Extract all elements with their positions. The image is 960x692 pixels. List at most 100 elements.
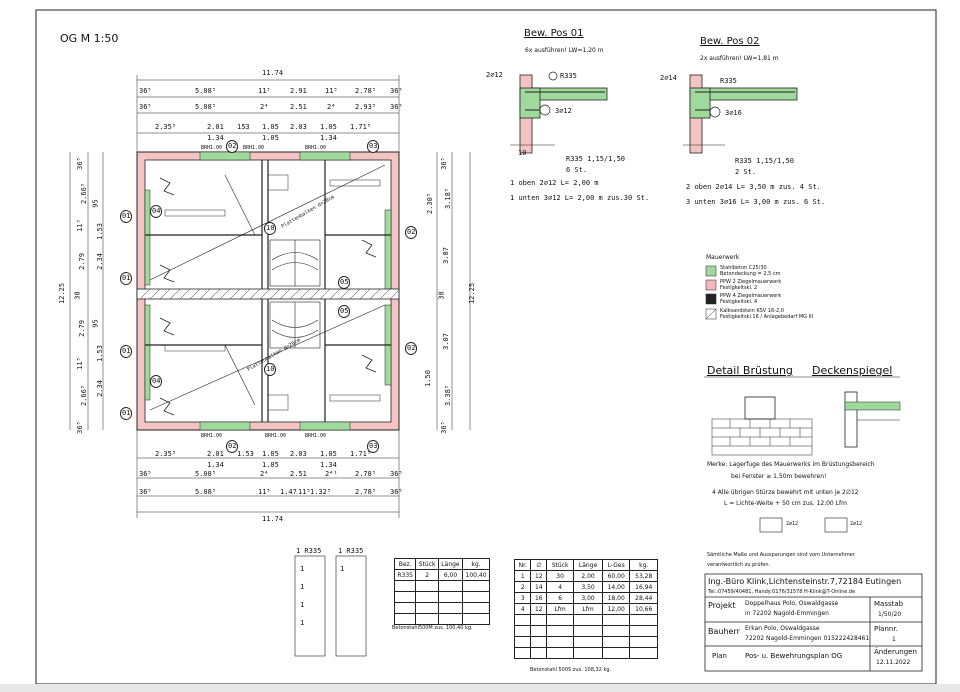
dim-top: 2.51 xyxy=(290,103,307,111)
project-name: Doppelhaus Polo, Oswaldgasse xyxy=(745,600,839,607)
dim-left-inner: 95 xyxy=(91,319,100,328)
dim-top: 2.03 xyxy=(290,123,307,131)
table-row: 3 16 6 3,00 18,00 28,44 xyxy=(513,592,658,604)
dim-left: 11⁵ xyxy=(75,357,84,370)
table-row xyxy=(513,636,658,648)
floor-plan xyxy=(136,151,400,431)
table-cell: 10,66 xyxy=(629,603,658,615)
dim-top: 2.35⁵ xyxy=(155,123,177,131)
table-cell: 4 xyxy=(546,581,575,593)
position-marker: 04 xyxy=(150,375,163,388)
dim-left: 2.66⁵ xyxy=(80,182,89,205)
dim-bottom: 1.05 xyxy=(320,450,337,458)
dim-top: 11⁵ xyxy=(325,87,338,95)
detail-pos1-note: 1 oben 2∅12 L= 2,00 m xyxy=(510,180,599,187)
mesh-total: Betonstahl500M zus. 100,40 kg. xyxy=(392,625,473,631)
dim-top: 36⁵ xyxy=(390,103,403,111)
table-cell: 3 xyxy=(513,592,532,604)
column-header: Nr. xyxy=(513,559,532,571)
column-header: Bez. xyxy=(393,558,417,570)
detail-pos1-drawing xyxy=(510,71,608,154)
table-cell: 14,00 xyxy=(601,581,631,593)
dim-bottom-overall: 11.74 xyxy=(262,515,284,523)
dim-top: 1.05 xyxy=(262,123,279,131)
detail-pos1-mesh: R335 xyxy=(560,72,577,80)
position-marker: 01 xyxy=(120,407,133,420)
table-row xyxy=(393,613,490,625)
table-cell: 12,00 xyxy=(601,603,631,615)
dim-bottom: 2.03 xyxy=(290,450,307,458)
column-header: kg. xyxy=(629,559,658,571)
dim-bottom: 5.08⁵ xyxy=(195,488,217,496)
mesh-table: Bez. Stück Länge kg. R335 2 6,00 100,40 xyxy=(393,558,490,625)
dim-bottom: 36⁵ xyxy=(390,470,403,478)
note-mark: 4 xyxy=(712,489,716,496)
table-cell: 4 xyxy=(513,603,532,615)
mesh-mark: 1 xyxy=(300,565,305,573)
mesh-heading: 1 R335 xyxy=(338,547,364,555)
legend-label: PPW 2 Ziegelmauerwerk xyxy=(720,279,782,285)
dim-right: 3.07 xyxy=(441,333,450,350)
position-marker: 02 xyxy=(405,226,418,239)
table-cell: 2 xyxy=(513,581,532,593)
dim-left: 2.66⁵ xyxy=(80,384,89,407)
detail-pos2-count: 2 St. xyxy=(735,168,757,176)
detail-pos1-bar-top: 2∅12 xyxy=(486,71,503,79)
dim-bottom: 11⁵ xyxy=(258,488,271,496)
table-cell: 3,50 xyxy=(573,581,603,593)
table-cell: Lfm xyxy=(546,603,575,615)
dim-bottom: 1.47 xyxy=(280,488,297,496)
dim-top: 1.71⁵ xyxy=(350,123,372,131)
lintel-note-2: L = Lichte-Weite + 50 cm zus. 12,00 Lfm xyxy=(724,500,847,507)
detail-pos1-dims: 10 xyxy=(518,149,527,157)
project-label: Projekt xyxy=(708,601,736,610)
table-cell: 12 xyxy=(530,570,548,582)
parapet-note: Merke: Lagerfuge des Mauerwerks im Brüst… xyxy=(707,461,875,468)
owner-label: Bauherr xyxy=(708,627,740,636)
dim-right: 3.38⁵ xyxy=(444,384,453,407)
footnote-2: verantwortlich zu prüfen. xyxy=(707,562,771,568)
dim-top: 1.34 xyxy=(207,134,224,142)
lintel-note: 4 Alle übrigen Stürze bewehrt mit unten … xyxy=(712,489,859,496)
detail-pos1-title: Bew. Pos 01 xyxy=(524,28,584,39)
table-cell: 18,00 xyxy=(601,592,631,604)
dim-bottom: 2.01 xyxy=(207,450,224,458)
dim-right: 3.18⁵ xyxy=(444,187,453,210)
table-cell: 16,94 xyxy=(629,581,658,593)
dim-bottom: 11⁵ xyxy=(298,488,311,496)
note-text: oben 2∅14 L= 3,50 m zus. 4 St. xyxy=(694,183,821,191)
dim-right-inner: 2.30⁵ xyxy=(426,192,435,215)
scale-label: OG M 1:50 xyxy=(60,32,119,45)
plan-label: Plan xyxy=(712,652,727,660)
table-cell: 12 xyxy=(530,603,548,615)
position-marker: 01 xyxy=(120,345,133,358)
dim-left: 38 xyxy=(73,291,82,300)
detail-pos2-note: 2 oben 2∅14 L= 3,50 m zus. 4 St. xyxy=(686,184,821,191)
project-location: in 72202 Nagold-Emmingen xyxy=(745,610,829,617)
dim-bottom: 1.32⁵ xyxy=(310,488,332,496)
dim-top: 1.05 xyxy=(262,134,279,142)
table-cell: 6,00 xyxy=(437,569,464,581)
table-row xyxy=(513,647,658,659)
dim-bottom: 36⁵ xyxy=(139,470,152,478)
table-row xyxy=(513,625,658,637)
note-text: unten 3∅12 L= 2,00 m zus.30 St. xyxy=(518,194,650,202)
dim-right-inner: 1.50 xyxy=(423,370,432,387)
dim-left: 11⁵ xyxy=(75,219,84,232)
dim-top: 2⁴ xyxy=(327,103,336,111)
lintel-label: BRH1.00 xyxy=(201,433,223,439)
table-cell: 6 xyxy=(546,592,575,604)
dim-top: 1.05 xyxy=(320,123,337,131)
detail-pos2-bar-bottom: 3∅16 xyxy=(725,109,742,117)
column-header: Länge xyxy=(437,558,464,570)
dim-left: 36⁵ xyxy=(75,421,84,434)
dim-bottom: 2.35⁵ xyxy=(155,450,177,458)
legend-sub: Festigkeitskl.16 / Anlagebedarf MG III xyxy=(720,313,814,320)
table-row xyxy=(393,580,490,592)
table-cell: 30 xyxy=(546,570,575,582)
parapet-note-2: bei Fenster ≥ 1,50m bewehren! xyxy=(731,473,827,480)
note-text: Alle übrigen Stürze bewehrt mit unten je… xyxy=(717,489,859,496)
